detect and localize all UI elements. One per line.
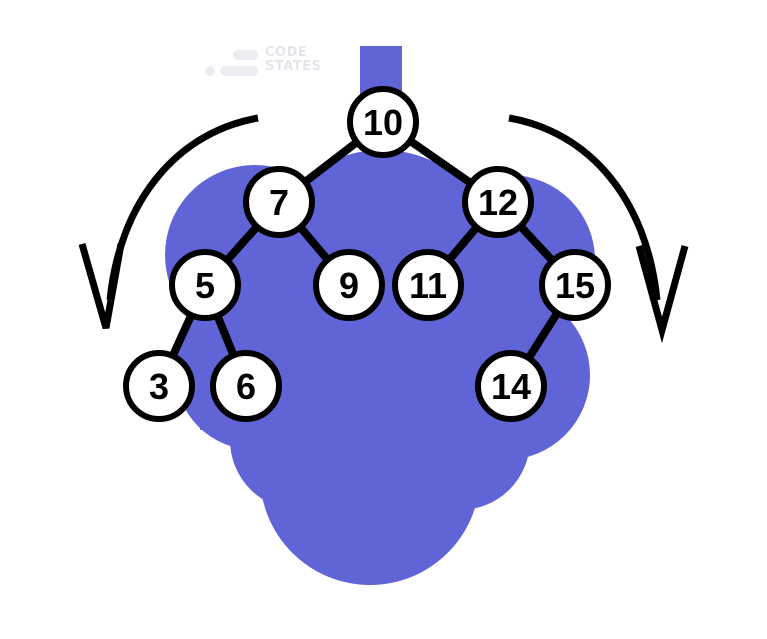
logo-line-1: CODE	[265, 45, 308, 60]
tree-node-label: 9	[339, 265, 359, 306]
tree-node-label: 15	[555, 265, 595, 306]
logo-wordmark: CODE STATES	[265, 46, 321, 74]
logo-line-2: STATES	[265, 59, 322, 74]
tree-node: 11	[392, 249, 464, 321]
tree-nodes: 10 7 12 5 9 11 15 3 6 14	[123, 86, 611, 422]
tree-node-label: 11	[409, 265, 447, 306]
tree-node-label: 10	[363, 102, 403, 143]
tree-node-label: 5	[195, 265, 215, 306]
tree-node-circle	[475, 350, 547, 422]
tree-node: 15	[539, 249, 611, 321]
tree-node: 10	[347, 86, 419, 158]
tree-node-label: 6	[236, 366, 256, 407]
tree-node-circle	[347, 86, 419, 158]
right-arrow-arc	[508, 114, 661, 301]
counterclockwise-arrow-icon	[78, 114, 259, 329]
tree-node-circle	[210, 350, 282, 422]
tree-node: 7	[243, 166, 315, 238]
tree-node: 12	[462, 166, 534, 238]
right-arrow-head	[635, 245, 689, 344]
tree-node: 5	[169, 249, 241, 321]
tree-node: 9	[313, 249, 385, 321]
tree-node-circle	[243, 166, 315, 238]
tree-node-label: 14	[491, 366, 531, 407]
tree-node: 14	[475, 350, 547, 422]
tree-node-circle	[462, 166, 534, 238]
tree-node: 3	[123, 350, 195, 422]
tree-node-circle	[313, 249, 385, 321]
tree-node-circle	[392, 249, 464, 321]
tree-node-circle	[123, 350, 195, 422]
tree-node-label: 12	[478, 182, 518, 223]
tree-node-label: 3	[149, 366, 169, 407]
tree-node: 6	[210, 350, 282, 422]
tree-node-circle	[169, 249, 241, 321]
tree-node-label: 7	[269, 182, 289, 223]
tree-node-circle	[539, 249, 611, 321]
logo-mark-icon	[205, 50, 261, 80]
clockwise-arrow-icon	[508, 114, 689, 344]
left-arrow-head	[78, 243, 125, 329]
